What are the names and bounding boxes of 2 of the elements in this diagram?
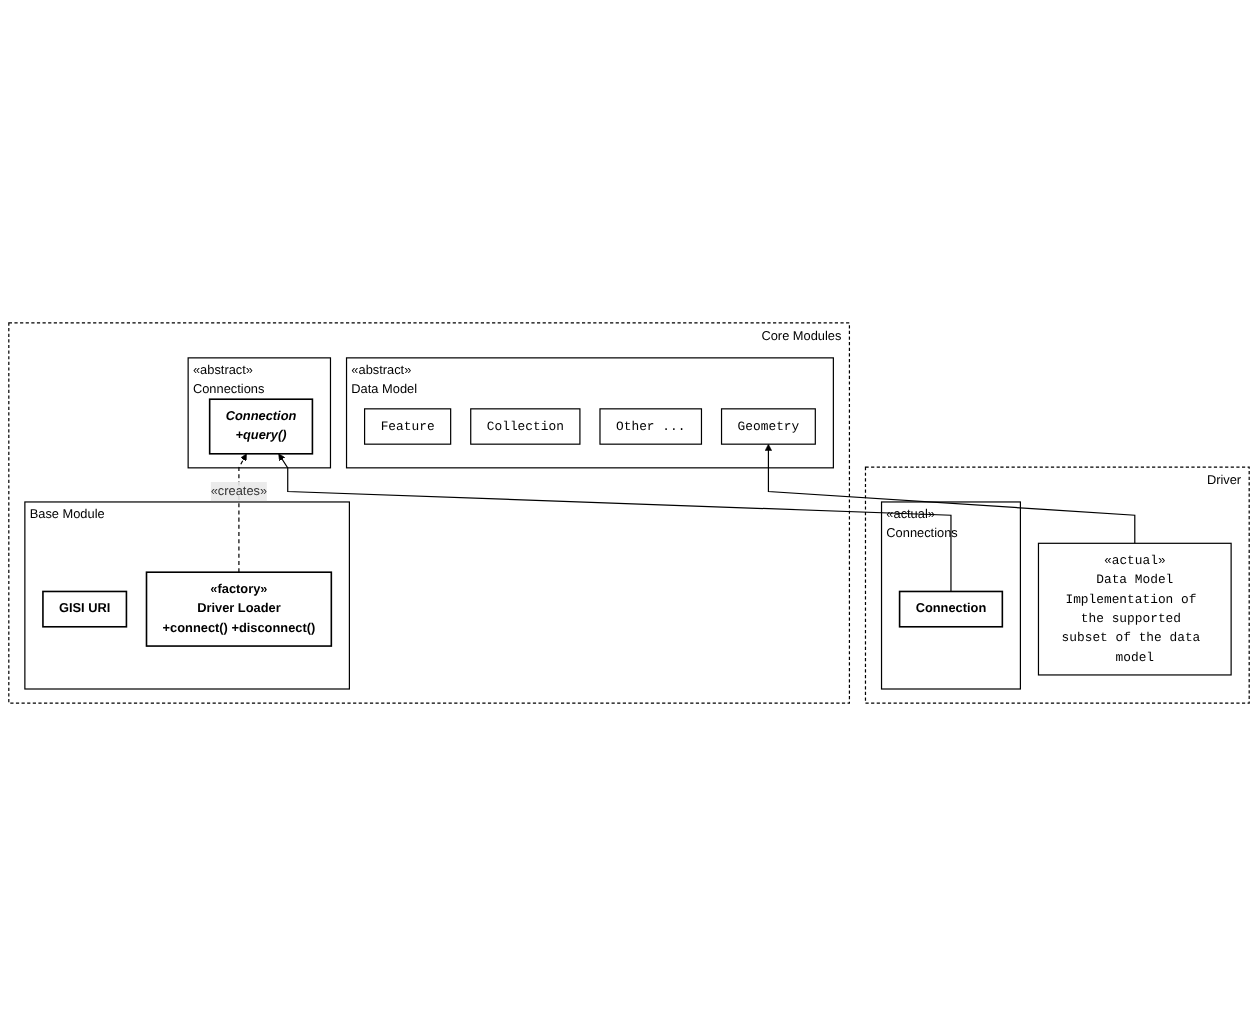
arrow bbox=[278, 453, 952, 593]
arrow bbox=[238, 453, 247, 573]
